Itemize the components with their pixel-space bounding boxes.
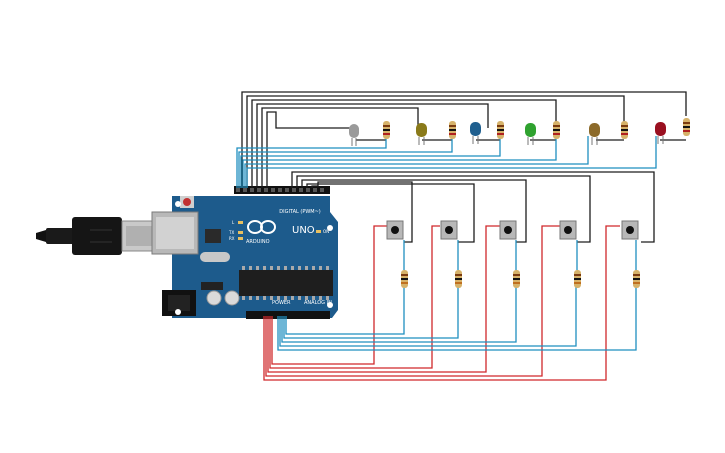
resistor-led-2 xyxy=(449,121,456,139)
resistor-button-1 xyxy=(401,270,408,288)
reset-button xyxy=(183,198,191,206)
resistor-button-5 xyxy=(633,270,640,288)
push-button-3 xyxy=(499,220,517,240)
button-power-wires xyxy=(263,225,620,381)
resistor-led-6 xyxy=(683,118,690,136)
on-label: ON xyxy=(323,229,329,234)
resistor-button-3 xyxy=(513,270,520,288)
resistor-led-4 xyxy=(553,121,560,139)
led-tx-label: TX xyxy=(228,230,234,235)
button-signal-wires xyxy=(291,171,655,243)
digital-label: DIGITAL (PWM~) xyxy=(279,209,321,215)
led-ground-wires xyxy=(236,136,657,188)
model-label: UNO xyxy=(292,225,315,236)
arduino-uno-board: DIGITAL (PWM~) UNO ARDUINO L TX RX ON PO… xyxy=(151,186,338,319)
power-label: POWER xyxy=(272,300,291,306)
red-led xyxy=(655,122,666,144)
push-button-1 xyxy=(386,220,404,240)
led-rx-label: RX xyxy=(229,236,235,241)
button-resistors xyxy=(401,270,640,288)
analog-label: ANALOG IN xyxy=(304,300,332,306)
yellow-led xyxy=(416,123,427,145)
orange-led xyxy=(589,123,600,145)
push-buttons xyxy=(386,220,639,240)
led-signal-wires xyxy=(241,91,687,188)
blue-led xyxy=(470,122,481,144)
push-button-5 xyxy=(621,220,639,240)
push-button-2 xyxy=(440,220,458,240)
resistor-button-2 xyxy=(455,270,462,288)
resistor-led-1 xyxy=(383,121,390,139)
led-row xyxy=(349,122,666,146)
push-button-4 xyxy=(559,220,577,240)
logo-label: ARDUINO xyxy=(246,239,270,245)
resistor-led-3 xyxy=(497,121,504,139)
led-l-label: L xyxy=(232,220,235,225)
usb-cable xyxy=(36,217,157,255)
resistor-button-4 xyxy=(574,270,581,288)
green-led xyxy=(525,123,536,145)
grey-led xyxy=(349,124,359,146)
resistor-led-5 xyxy=(621,121,628,139)
led-resistors xyxy=(383,118,690,139)
button-ground-wires xyxy=(277,240,637,351)
